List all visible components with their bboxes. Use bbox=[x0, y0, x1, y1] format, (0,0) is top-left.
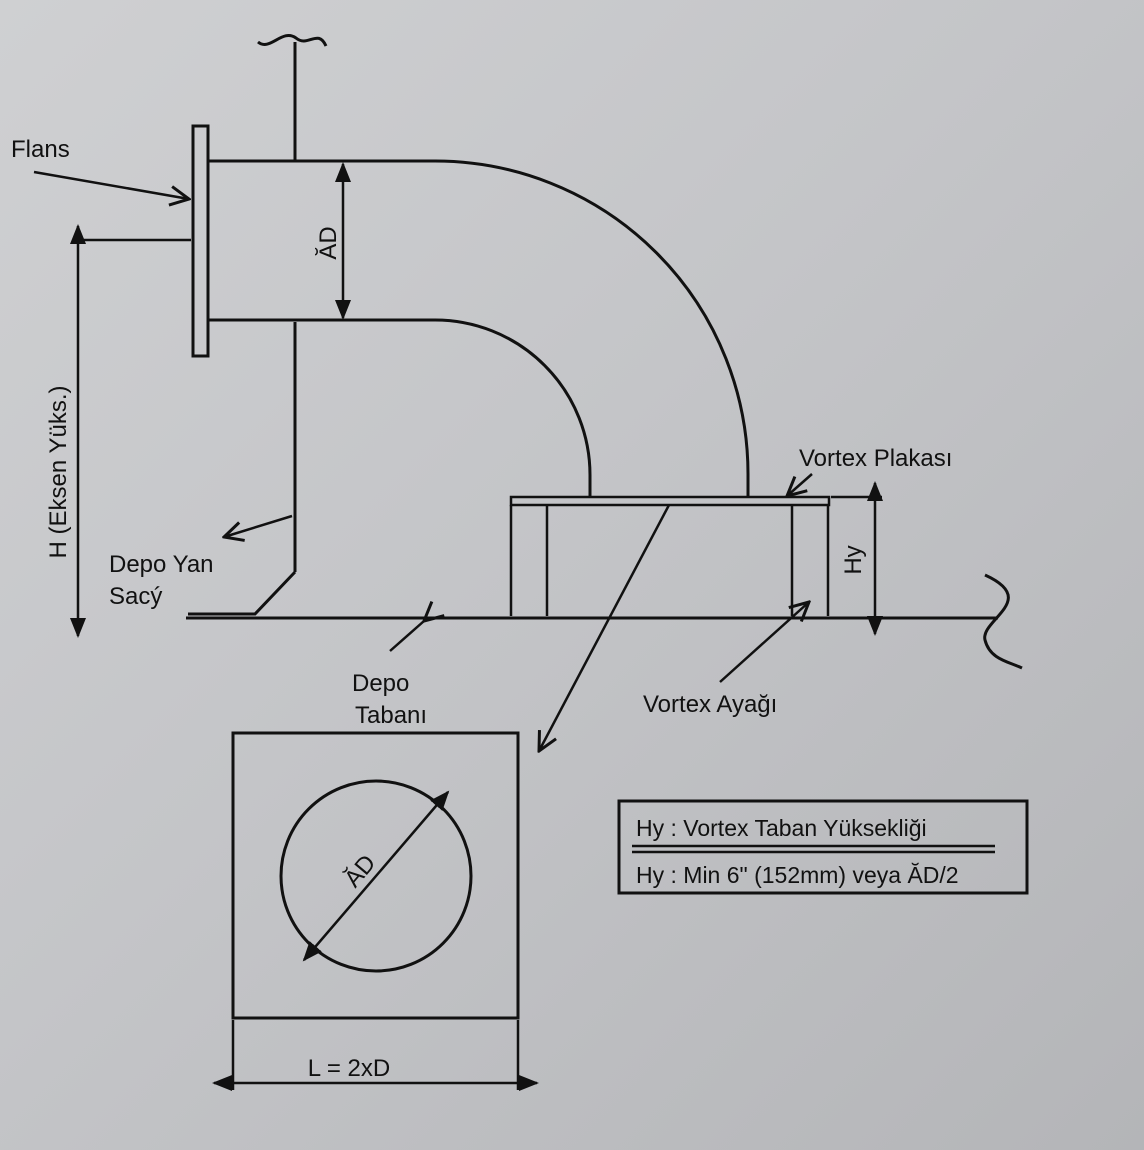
plate-length-dimension: L = 2xD bbox=[212, 1020, 539, 1091]
flange bbox=[191, 124, 210, 358]
vortex-height-dimension: Hy bbox=[831, 481, 883, 636]
tank-side-wall-label-2: Sacý bbox=[109, 583, 162, 610]
elbow-pipe bbox=[208, 159, 750, 497]
plate-plan-view: ĂD bbox=[231, 731, 520, 1020]
tank-side-wall-label-1: Depo Yan bbox=[109, 551, 214, 578]
vortex-leg-label: Vortex Ayağı bbox=[643, 691, 777, 718]
tank-bottom-label-2: Tabanı bbox=[355, 702, 427, 729]
part-labels: Flans Depo Yan Sacý Depo Tabanı Vortex P… bbox=[11, 136, 952, 729]
note-line-1: Hy : Vortex Taban Yüksekliği bbox=[636, 815, 927, 841]
vortex-plate bbox=[509, 495, 831, 507]
notes-box: Hy : Vortex Taban Yüksekliği Hy : Min 6"… bbox=[617, 799, 1029, 895]
pipe-diameter-label: ĂD bbox=[315, 226, 342, 259]
pipe-diameter-dimension: ĂD bbox=[315, 162, 351, 320]
vortex-plate-label: Vortex Plakası bbox=[799, 445, 952, 472]
vortex-breaker bbox=[509, 495, 831, 616]
note-line-2: Hy : Min 6" (152mm) veya ĂD/2 bbox=[636, 862, 959, 888]
axis-height-label: H (Eksen Yüks.) bbox=[45, 386, 72, 559]
plate-length-label: L = 2xD bbox=[308, 1055, 391, 1082]
vortex-height-label: Hy bbox=[840, 545, 867, 574]
tank-bottom bbox=[186, 573, 1023, 670]
tank-bottom-label-1: Depo bbox=[352, 670, 409, 697]
flange-label: Flans bbox=[11, 136, 70, 163]
plate-circle bbox=[279, 779, 473, 973]
tank-side-wall bbox=[188, 34, 328, 616]
axis-height-dimension: H (Eksen Yüks.) bbox=[45, 224, 191, 638]
plate-diameter-label: ĂD bbox=[339, 850, 381, 893]
leader-lines bbox=[33, 170, 813, 751]
